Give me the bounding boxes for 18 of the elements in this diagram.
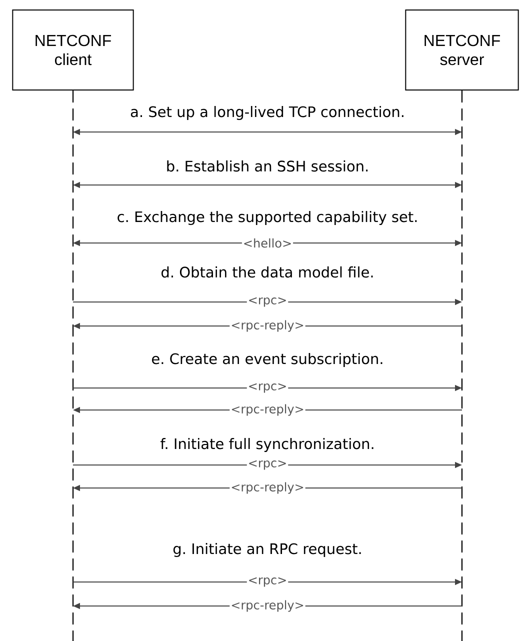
- edge-label: <hello>: [242, 237, 294, 249]
- step-label: a. Set up a long-lived TCP connection.: [129, 105, 406, 122]
- participant-box: NETCONF client: [12, 10, 134, 90]
- edge-label: <rpc-reply>: [230, 481, 306, 495]
- edge-label: <rpc>: [246, 296, 288, 308]
- participant-box: NETCONF server: [405, 10, 519, 90]
- step-label: e. Create an event subscription.: [150, 352, 385, 368]
- step-label: b. Establish an SSH session.: [164, 159, 370, 173]
- step-label: f. Initiate full synchronization.: [159, 437, 376, 454]
- edge-label: <rpc-reply>: [230, 403, 306, 417]
- step-label: g. Initiate an RPC request.: [172, 542, 364, 558]
- step-label: c. Exchange the supported capability set.: [116, 210, 420, 226]
- edge-label: <rpc>: [246, 459, 288, 471]
- edge-label: <rpc-reply>: [230, 319, 306, 333]
- edge-label: <rpc-reply>: [230, 599, 306, 613]
- step-label: d. Obtain the data model file.: [160, 265, 376, 279]
- edge-label: <rpc>: [246, 382, 288, 394]
- edge-label: <rpc>: [246, 576, 288, 588]
